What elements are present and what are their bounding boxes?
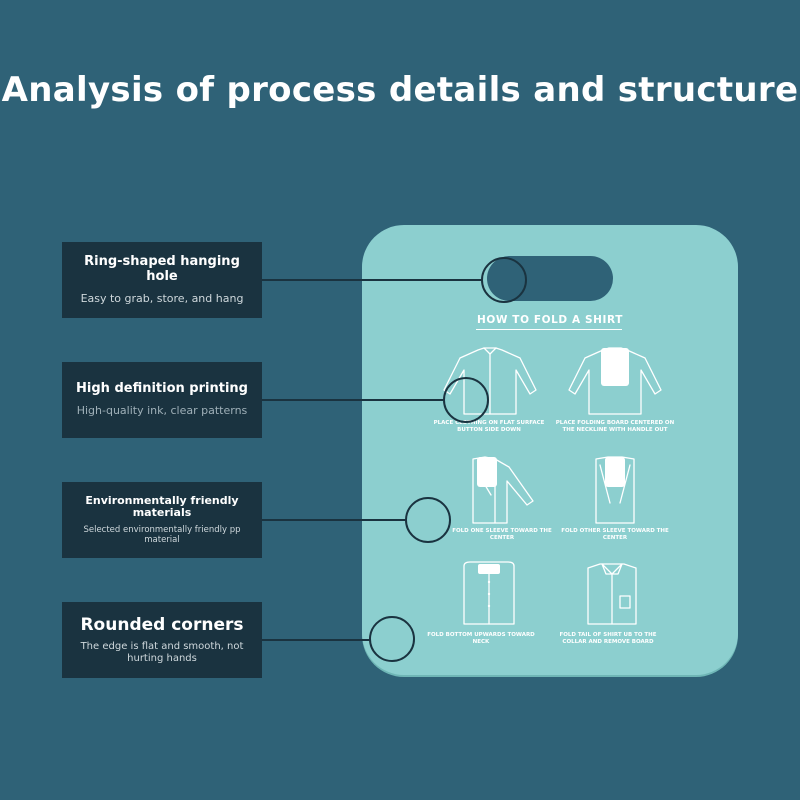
- callout-title: Ring-shaped hanging hole: [84, 253, 240, 284]
- callout-subtitle: Selected environmentally friendly pp mat…: [83, 524, 241, 545]
- callout-title: High definition printing: [76, 381, 248, 397]
- callout-hd-printing: High definition printing High-quality in…: [62, 362, 262, 438]
- shirt-both-sleeves-icon: [595, 456, 635, 524]
- highlight-ring-hole: [481, 257, 527, 303]
- highlight-ring-materials: [405, 497, 451, 543]
- callout-subtitle: High-quality ink, clear patterns: [76, 404, 248, 418]
- step-4-text: FOLD OTHER SLEEVE TOWARD THE CENTER: [561, 528, 669, 542]
- callout-rounded-corners: Rounded corners The edge is flat and smo…: [62, 602, 262, 678]
- shirt-one-sleeve-icon: [472, 456, 534, 524]
- step-6-text: FOLD TAIL OF SHIRT UB TO THE COLLAR AND …: [559, 632, 657, 646]
- callout-subtitle: Easy to grab, store, and hang: [80, 291, 244, 305]
- callout-eco-materials: Environmentally friendly materials Selec…: [62, 482, 262, 558]
- shirt-bottom-folded-icon: [463, 561, 515, 625]
- step-5-text: FOLD BOTTOM UPWARDS TOWARD NECK: [427, 632, 535, 646]
- leader-line-materials: [262, 519, 406, 521]
- callout-title: Environmentally friendly materials: [85, 493, 239, 520]
- callout-title: Rounded corners: [80, 614, 244, 635]
- page-title: Analysis of process details and structur…: [1, 70, 799, 110]
- highlight-ring-printing: [443, 377, 489, 423]
- leader-line-hole: [262, 279, 482, 281]
- board-heading: HOW TO FOLD A SHIRT: [476, 314, 624, 326]
- step-1-text: PLACE CLOTHING ON FLAT SURFACE BUTTON SI…: [433, 420, 545, 434]
- shirt-folded-icon: [587, 563, 637, 625]
- leader-line-printing: [262, 399, 444, 401]
- highlight-ring-corners: [369, 616, 415, 662]
- step-2-text: PLACE FOLDING BOARD CENTERED ON THE NECK…: [555, 420, 675, 434]
- leader-line-corners: [262, 639, 370, 641]
- callout-subtitle: The edge is flat and smooth, not hurting…: [80, 641, 244, 664]
- callout-hanging-hole: Ring-shaped hanging hole Easy to grab, s…: [62, 242, 262, 318]
- step-3-text: FOLD ONE SLEEVE TOWARD THE CENTER: [452, 528, 552, 542]
- shirt-with-board-icon: [568, 347, 662, 415]
- heading-underline: [476, 329, 622, 330]
